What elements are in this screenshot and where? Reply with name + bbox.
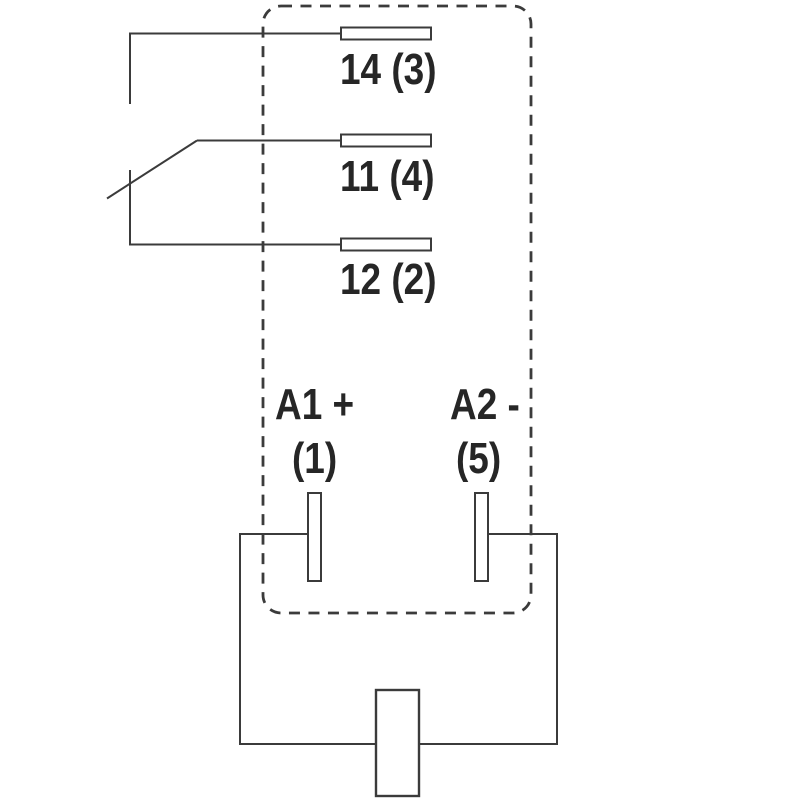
switch-blade xyxy=(106,139,198,200)
module-dashed-boundary xyxy=(261,4,533,615)
nc-contact-wire-12 xyxy=(129,170,341,246)
coil-pin-label-5: (5) xyxy=(456,434,502,483)
terminal-label-14: 14 (3) xyxy=(340,45,437,94)
terminal-bar-11 xyxy=(340,133,432,148)
mounting-tab xyxy=(374,688,421,798)
coil-label-a1: A1 + xyxy=(275,380,355,429)
coil-terminal-bar-a2 xyxy=(474,492,489,582)
no-contact-wire-14 xyxy=(129,32,341,104)
coil-label-a2: A2 - xyxy=(450,380,520,429)
terminal-bar-12 xyxy=(340,237,432,252)
terminal-label-11: 11 (4) xyxy=(340,152,435,201)
terminal-bar-14 xyxy=(340,26,432,41)
coil-terminal-bar-a1 xyxy=(307,492,322,582)
terminal-label-12: 12 (2) xyxy=(340,255,437,304)
coil-pin-label-1: (1) xyxy=(292,434,338,483)
